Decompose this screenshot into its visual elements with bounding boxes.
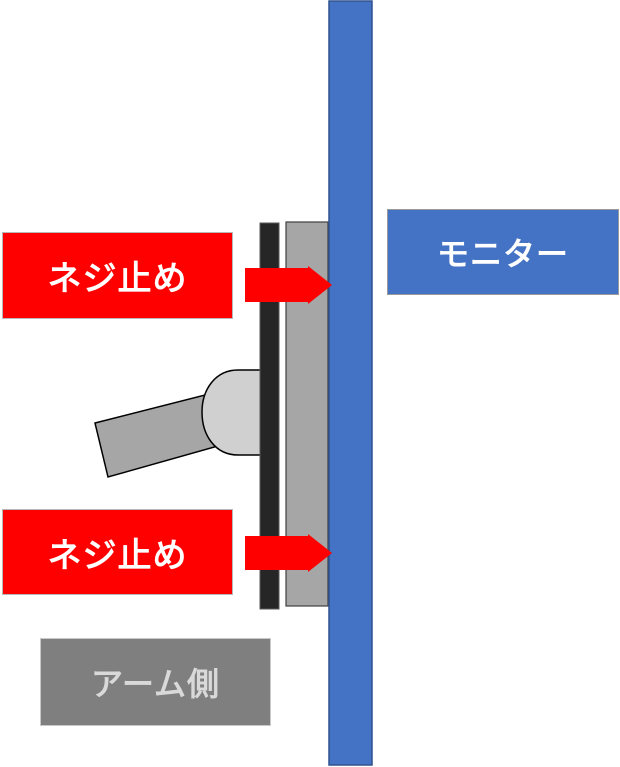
monitor-panel <box>328 0 373 766</box>
arm-shaft <box>94 394 219 478</box>
arm-joint <box>201 369 263 456</box>
screw-label-top: ネジ止め <box>2 232 233 319</box>
arm-bracket <box>259 222 280 610</box>
screw-label-bottom: ネジ止め <box>2 509 233 595</box>
monitor-label: モニター <box>387 209 619 295</box>
screw-arrow-top <box>245 266 332 304</box>
screw-arrow-bottom <box>245 534 332 572</box>
arm-side-label: アーム側 <box>40 638 271 726</box>
